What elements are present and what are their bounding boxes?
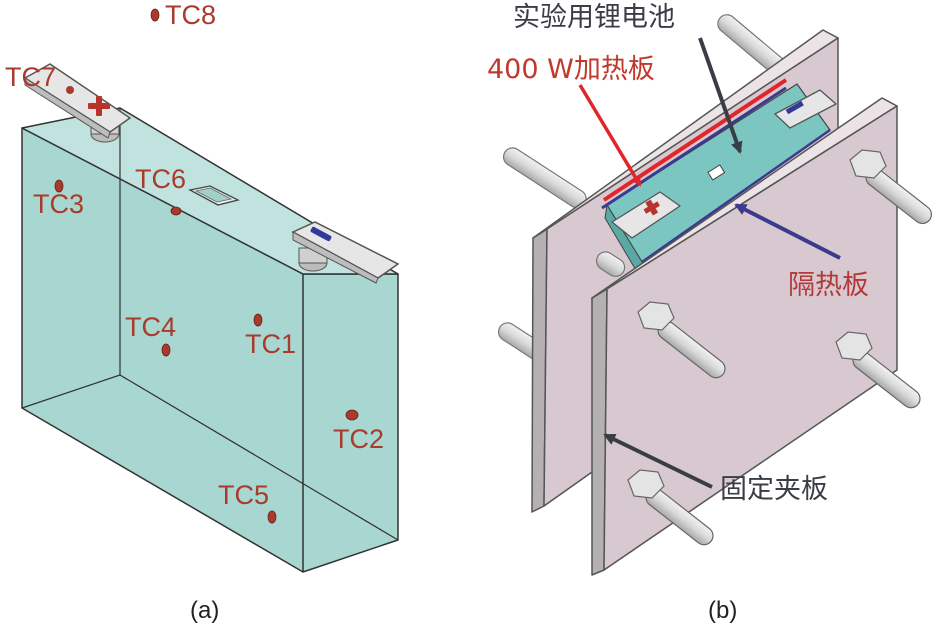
b-negative-terminal [774, 89, 837, 129]
rods-front [627, 149, 932, 546]
tc4-label: TC4 [125, 312, 176, 342]
nut [637, 301, 675, 331]
insulation-edge [601, 86, 787, 210]
positive-terminal [23, 63, 132, 143]
battery-arrow [698, 37, 743, 154]
front-clamp-plate [591, 97, 898, 576]
clamp-label: 固定夹板 [720, 474, 828, 505]
thermocouple-dots [54, 8, 359, 524]
rods-middle [595, 251, 626, 278]
tc3-dot [54, 179, 64, 193]
panel-a: TC8 TC7 TC6 TC3 TC4 TC1 TC2 TC5 (a) [5, 0, 400, 624]
nut [835, 331, 873, 361]
tc6-dot [170, 206, 182, 216]
negative-terminal [291, 221, 400, 284]
vent [707, 164, 726, 181]
b-positive-terminal [611, 191, 681, 239]
tc2-label: TC2 [333, 424, 384, 454]
plus-icon [88, 96, 110, 116]
tc4-dot [161, 343, 171, 357]
minus-icon [310, 226, 332, 242]
tc7-label: TC7 [5, 62, 56, 92]
heater-label: 400 W加热板 [487, 54, 655, 85]
insulation-label: 隔热板 [788, 270, 869, 301]
tc6-label: TC6 [135, 164, 186, 194]
tc8-label: TC8 [165, 0, 216, 30]
tc1-dot [253, 313, 263, 327]
nut [627, 469, 665, 499]
tc7-dot [66, 86, 74, 94]
heater-arrow [578, 84, 642, 187]
clamp-arrow [603, 433, 713, 489]
battery-label: 实验用锂电池 [513, 2, 675, 33]
tc5-dot [267, 510, 277, 524]
tc2-dot [345, 409, 359, 421]
nut [849, 149, 887, 179]
battery-box [21, 107, 399, 573]
tc1-label: TC1 [245, 329, 296, 359]
insulation-arrow [734, 203, 841, 260]
panel-b: 实验用锂电池 400 W加热板 隔热板 固定夹板 (b) [487, 2, 932, 624]
panel-a-caption: (a) [190, 597, 219, 624]
safety-vent [188, 185, 240, 206]
battery-assembly [601, 78, 837, 278]
tc5-label: TC5 [218, 480, 269, 510]
panel-b-caption: (b) [708, 597, 737, 624]
tc3-label: TC3 [33, 189, 84, 219]
tc8-dot [150, 8, 160, 22]
